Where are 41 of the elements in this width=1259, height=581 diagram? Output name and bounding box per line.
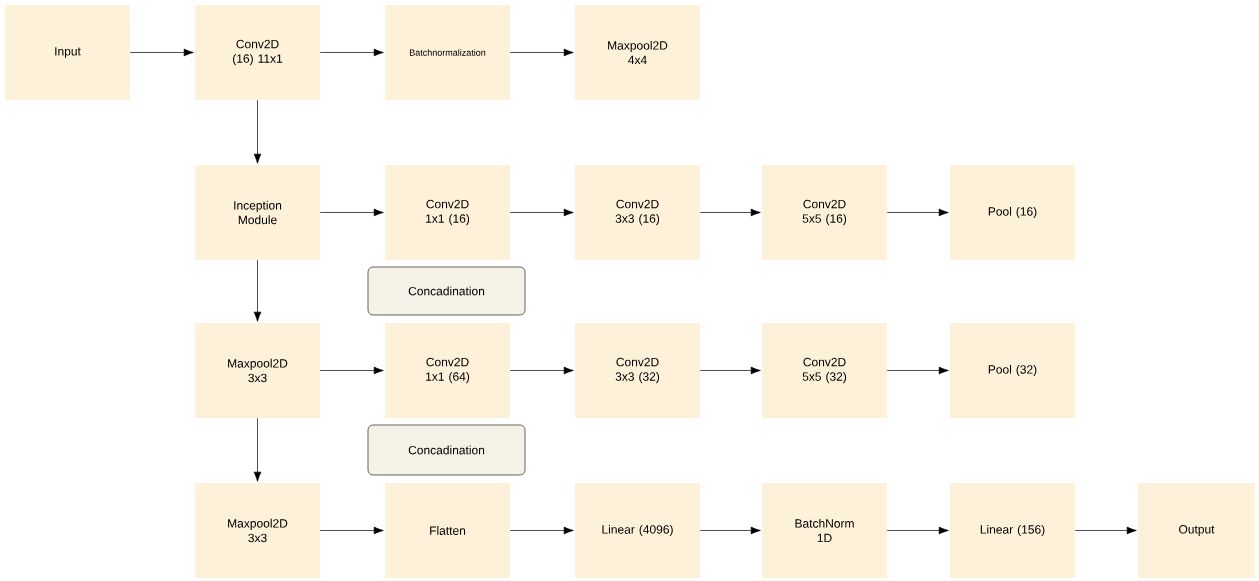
arrow — [253, 417, 262, 482]
layer-box: Conv2D 5x5 (16) — [762, 165, 887, 260]
arrow — [509, 208, 574, 217]
arrow — [1074, 526, 1137, 535]
arrow — [699, 526, 761, 535]
layer-box: Output — [1138, 483, 1255, 578]
arrow — [319, 366, 384, 375]
concatenation-box: Concadination — [367, 424, 526, 476]
layer-box: Conv2D 3x3 (16) — [575, 165, 700, 260]
layer-box: Conv2D 1x1 (16) — [385, 165, 510, 260]
arrow — [509, 526, 574, 535]
layer-box: Linear (156) — [950, 483, 1075, 578]
arrow — [319, 48, 384, 57]
layer-box: Conv2D 3x3 (32) — [575, 323, 700, 418]
layer-box: Maxpool2D 4x4 — [575, 5, 700, 100]
arrow — [509, 48, 574, 57]
concatenation-box: Concadination — [367, 266, 526, 316]
arrow — [253, 259, 262, 322]
layer-box: Linear (4096) — [575, 483, 700, 578]
layer-box: Conv2D 1x1 (64) — [385, 323, 510, 418]
arrow — [699, 366, 761, 375]
arrow — [509, 366, 574, 375]
layer-box: Flatten — [385, 483, 510, 578]
layer-box: Pool (16) — [950, 165, 1075, 260]
arrow — [886, 526, 949, 535]
layer-box: Maxpool2D 3x3 — [195, 483, 320, 578]
layer-box: Maxpool2D 3x3 — [195, 323, 320, 418]
layer-box: Batchnormalization — [385, 5, 510, 100]
arrow — [253, 99, 262, 164]
layer-box: Inception Module — [195, 165, 320, 260]
layer-box: Conv2D (16) 11x1 — [195, 5, 320, 100]
arrow — [886, 208, 949, 217]
arrow — [319, 526, 384, 535]
layer-box: Pool (32) — [950, 323, 1075, 418]
arrow — [699, 208, 761, 217]
arrow — [319, 208, 384, 217]
arrow — [129, 48, 194, 57]
layer-box: BatchNorm 1D — [762, 483, 887, 578]
arrow — [886, 366, 949, 375]
layer-box: Conv2D 5x5 (32) — [762, 323, 887, 418]
layer-box: Input — [5, 5, 130, 100]
